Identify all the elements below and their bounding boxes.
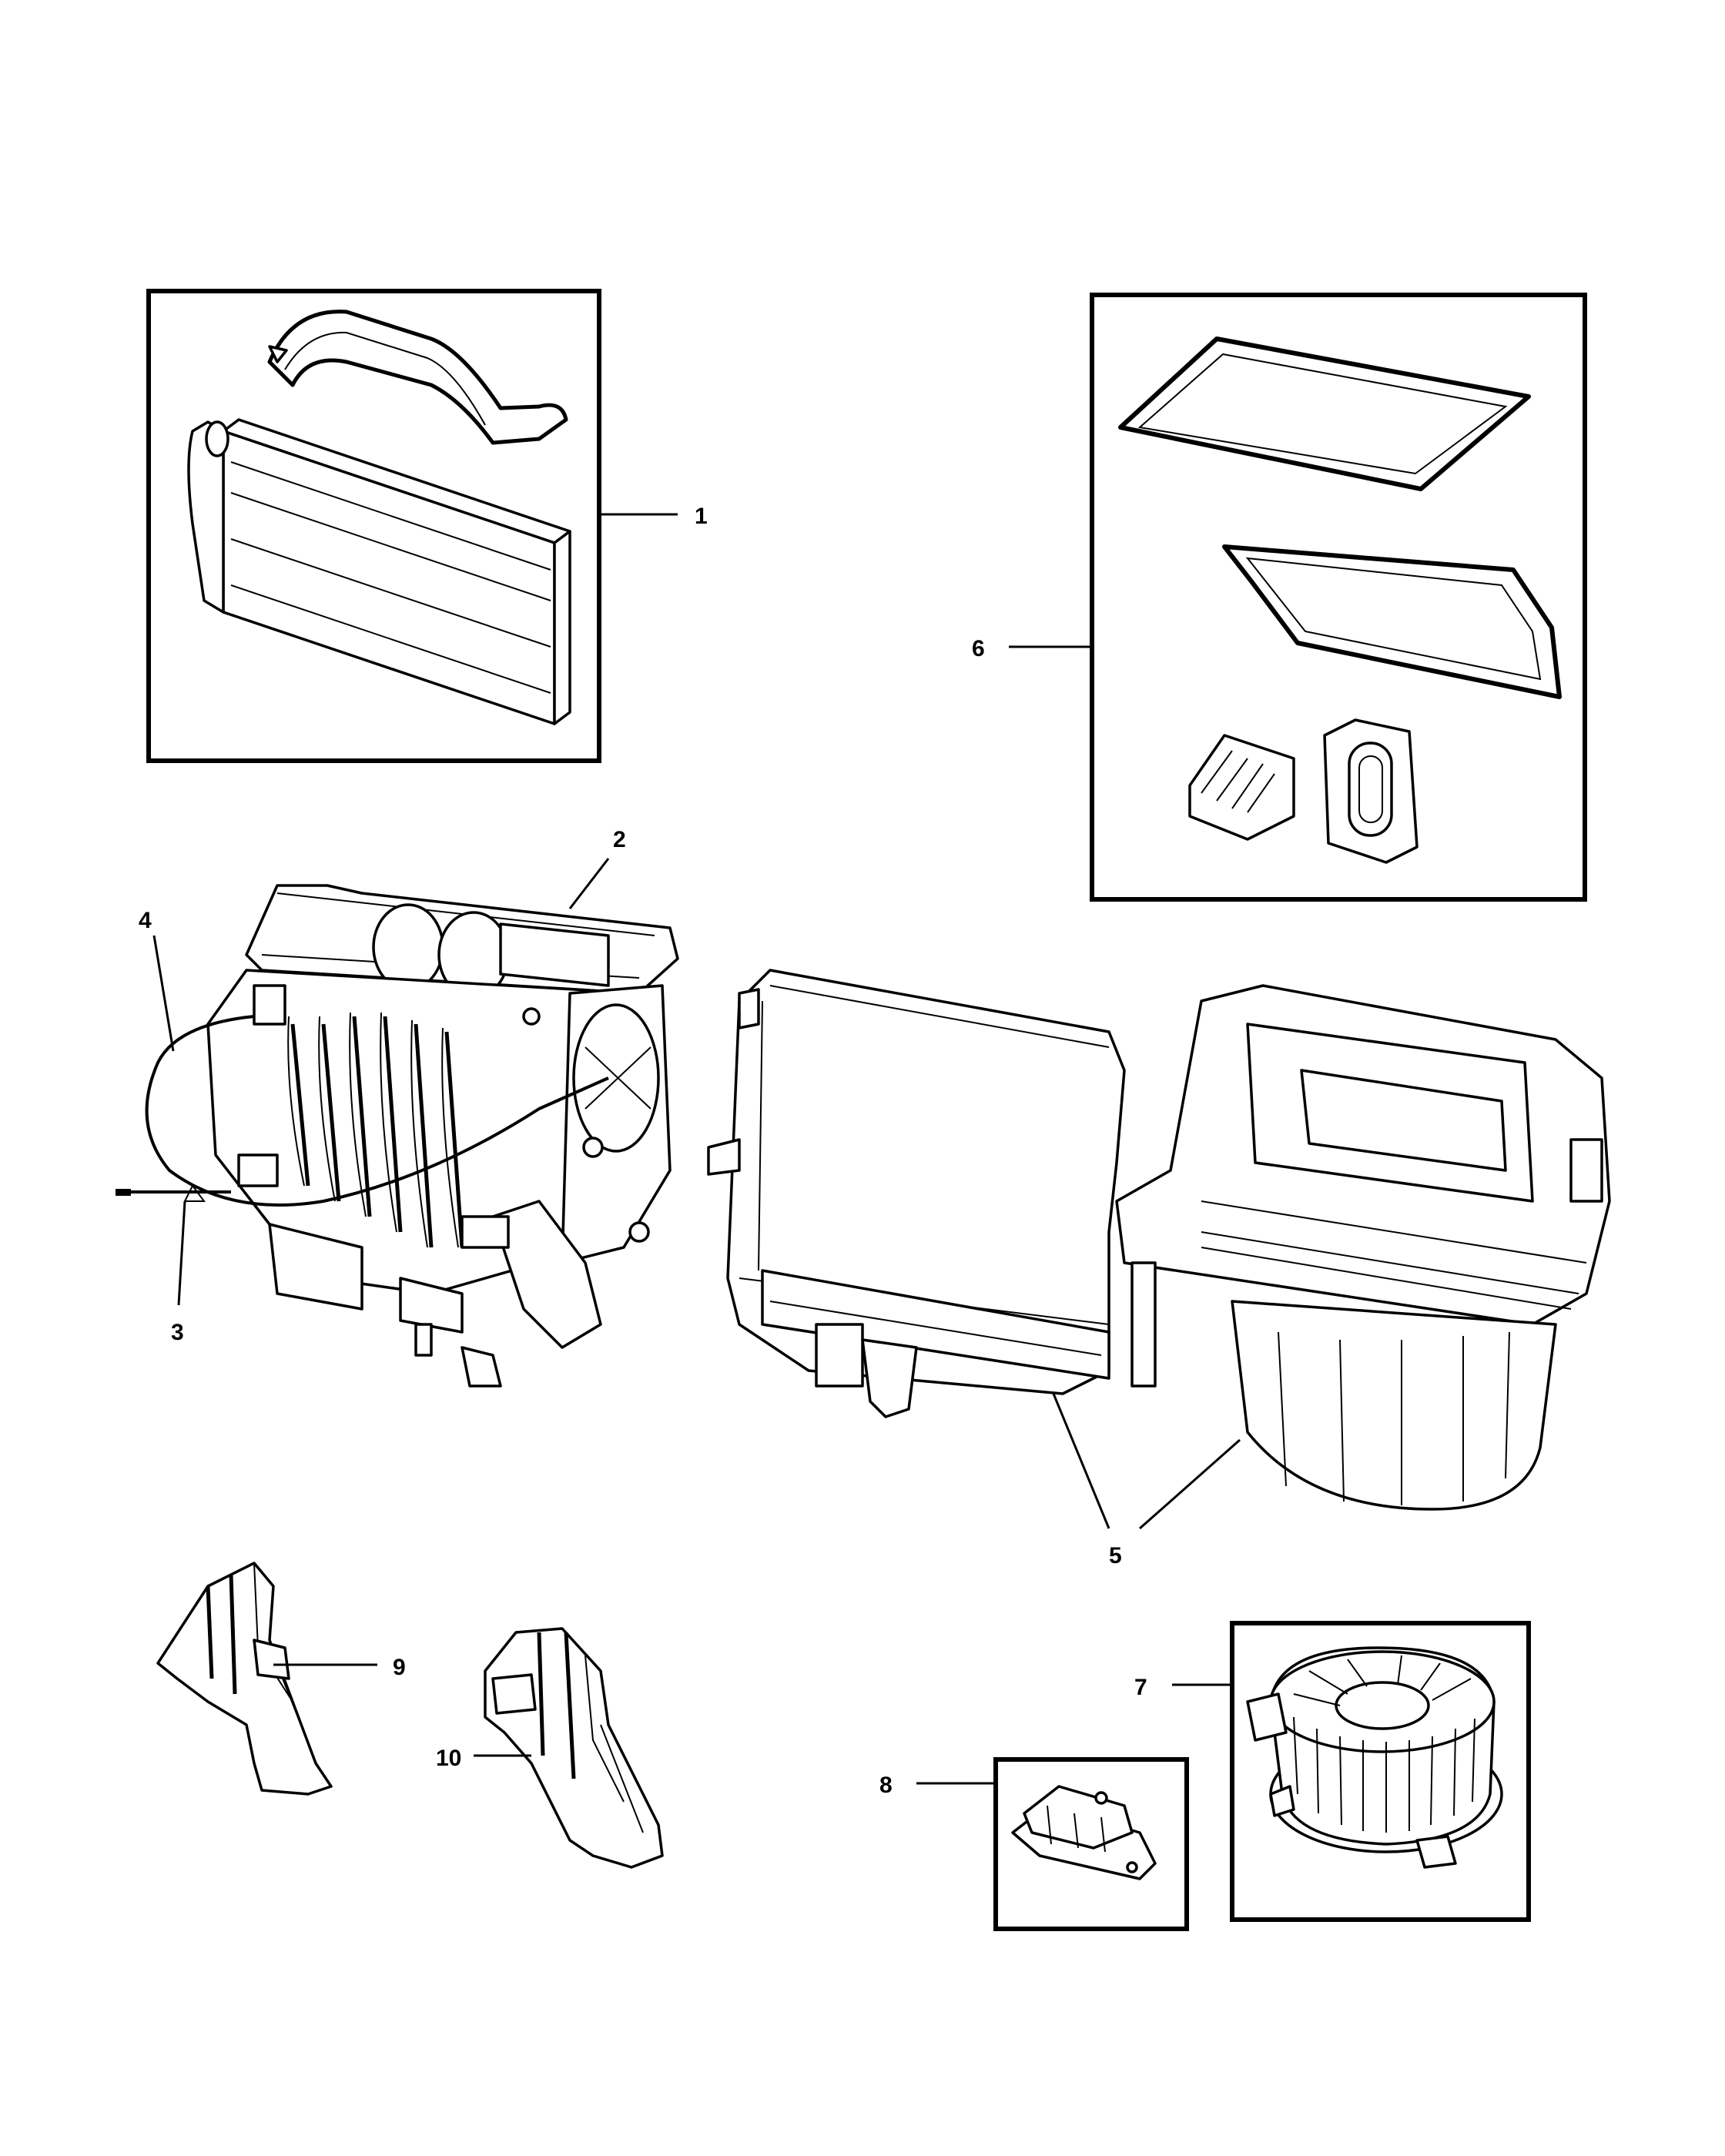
callout-2: 2 (613, 827, 626, 852)
callout-5-leader-b (1139, 1438, 1241, 1530)
seal-kit-drawing (1118, 336, 1562, 864)
callout-3-leader (177, 1200, 186, 1306)
heater-core-inset-frame (146, 289, 601, 763)
callout-4: 4 (139, 908, 152, 933)
hvac-housing-right-drawing (707, 969, 1611, 1511)
seal-kit-inset-frame (1090, 293, 1587, 902)
hvac-housing-left-drawing (116, 884, 679, 1388)
callout-1: 1 (695, 504, 708, 529)
duct-10-drawing (484, 1627, 664, 1869)
heater-core-drawing (187, 310, 571, 725)
seal-kit-inset (1090, 293, 1587, 902)
blower-resistor-inset-frame (993, 1757, 1189, 1931)
blower-resistor-drawing (1011, 1785, 1157, 1880)
callout-8: 8 (879, 1773, 893, 1798)
heater-core-inset (146, 289, 601, 763)
callout-9: 9 (393, 1655, 406, 1680)
blower-motor-drawing (1246, 1646, 1503, 1869)
callout-2-leader (568, 858, 610, 909)
callout-4-leader (152, 935, 175, 1052)
callout-5-leader-a (1052, 1393, 1110, 1529)
callout-3: 3 (171, 1320, 184, 1345)
callout-5: 5 (1109, 1543, 1122, 1568)
blower-resistor-inset (993, 1757, 1189, 1931)
callout-10: 10 (436, 1746, 461, 1771)
callout-6: 6 (972, 636, 985, 661)
callout-7: 7 (1134, 1675, 1147, 1700)
duct-9-drawing (156, 1562, 333, 1796)
blower-motor-inset (1230, 1621, 1531, 1922)
blower-motor-inset-frame (1230, 1621, 1531, 1922)
